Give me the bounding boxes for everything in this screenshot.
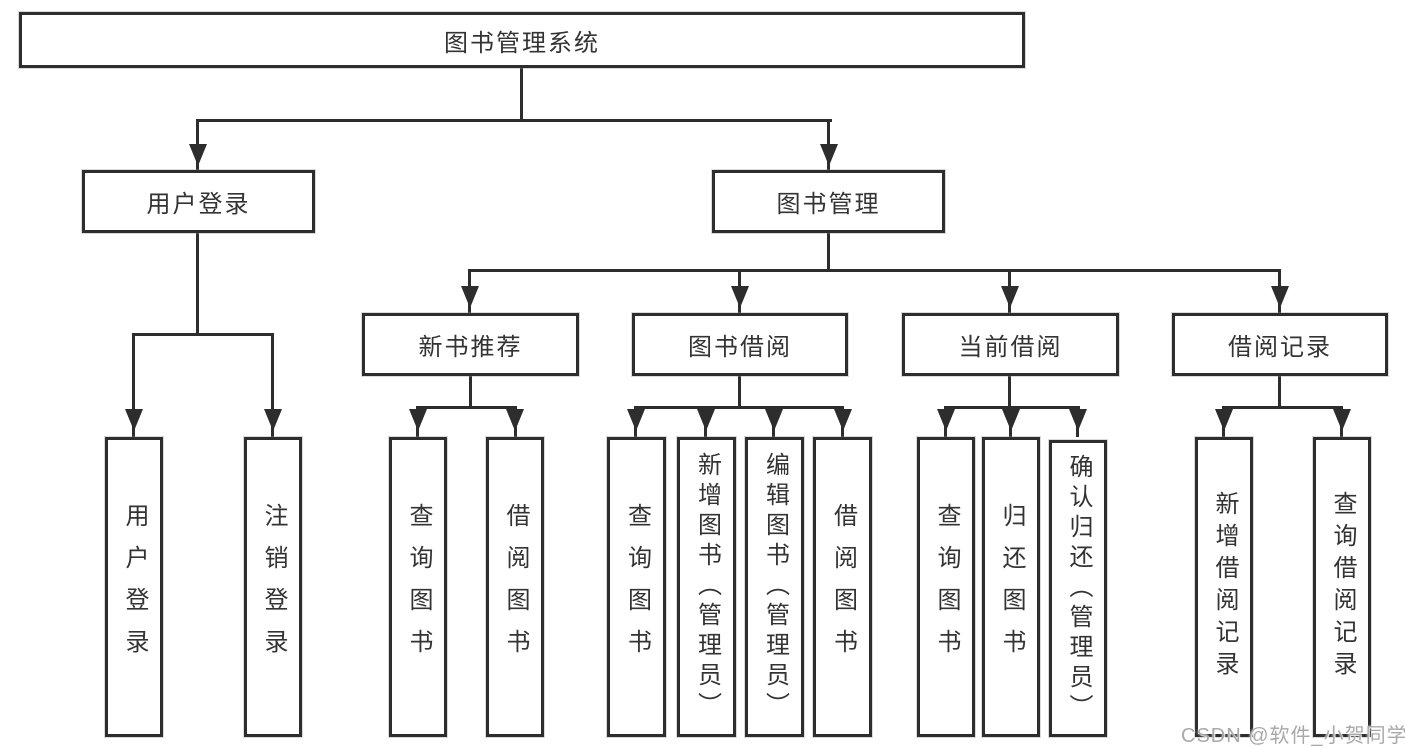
connector-line	[1278, 376, 1281, 409]
leaf-borrow-books-recommend: 借阅图书	[486, 437, 544, 737]
connector-line	[196, 233, 199, 336]
arrow-down-icon	[506, 409, 524, 431]
node-book-borrow: 图书借阅	[632, 313, 848, 376]
arrow-down-icon	[1002, 409, 1020, 431]
leaf-label: 注销登录	[260, 503, 287, 671]
leaf-label: 新增图书（管理员）	[693, 452, 721, 722]
connector-line	[827, 233, 830, 272]
connector-line	[271, 333, 274, 437]
node-current-borrow: 当前借阅	[902, 313, 1119, 376]
connector-line	[196, 119, 832, 122]
arrow-down-icon	[409, 409, 427, 431]
leaf-query-books-recommend: 查询图书	[389, 437, 447, 737]
arrow-down-icon	[461, 286, 479, 308]
connector-line	[738, 376, 741, 409]
arrow-down-icon	[820, 144, 838, 166]
leaf-confirm-return-admin: 确认归还（管理员）	[1049, 440, 1107, 737]
arrow-down-icon	[697, 409, 715, 431]
connector-line	[468, 269, 1281, 272]
connector-line	[944, 406, 1080, 409]
node-root: 图书管理系统	[19, 12, 1025, 68]
leaf-add-borrow-record: 新增借阅记录	[1195, 437, 1253, 737]
arrow-down-icon	[731, 286, 749, 308]
node-book-management: 图书管理	[712, 170, 945, 233]
watermark: CSDN @软件_小贺同学	[1181, 725, 1405, 747]
arrow-down-icon	[1271, 286, 1289, 308]
arrow-down-icon	[937, 409, 955, 431]
arrow-down-icon	[765, 409, 783, 431]
connector-line	[1008, 376, 1011, 409]
arrow-down-icon	[264, 409, 282, 431]
leaf-label: 编辑图书（管理员）	[761, 452, 789, 722]
leaf-label: 查询图书	[623, 503, 651, 671]
connector-line	[469, 376, 472, 409]
connector-line	[416, 406, 517, 409]
leaf-edit-book-admin: 编辑图书（管理员）	[745, 437, 804, 737]
leaf-user-login: 用户登录	[105, 437, 163, 737]
leaf-label: 确认归还（管理员）	[1065, 453, 1092, 724]
connector-line	[520, 68, 523, 122]
leaf-query-borrow-record: 查询借阅记录	[1313, 437, 1371, 737]
leaf-label: 借阅图书	[502, 503, 529, 671]
arrow-down-icon	[1001, 286, 1019, 308]
node-borrow-records: 借阅记录	[1172, 313, 1388, 376]
leaf-label: 查询图书	[933, 503, 960, 671]
arrow-down-icon	[1069, 409, 1087, 431]
connector-line	[1222, 406, 1342, 409]
arrow-down-icon	[627, 409, 645, 431]
leaf-label: 用户登录	[121, 503, 148, 671]
leaf-label: 新增借阅记录	[1211, 491, 1238, 683]
arrow-down-icon	[834, 409, 852, 431]
leaf-return-book: 归还图书	[982, 437, 1040, 737]
leaf-label: 借阅图书	[829, 503, 857, 671]
leaf-label: 查询借阅记录	[1329, 491, 1356, 683]
connector-line	[132, 333, 135, 437]
leaf-label: 归还图书	[998, 503, 1025, 671]
leaf-logout: 注销登录	[244, 437, 302, 737]
connector-line	[132, 333, 274, 336]
arrow-down-icon	[1333, 409, 1351, 431]
leaf-query-books-current: 查询图书	[917, 437, 975, 737]
arrow-down-icon	[125, 409, 143, 431]
leaf-add-book-admin: 新增图书（管理员）	[677, 437, 736, 737]
leaf-query-books-borrow: 查询图书	[607, 437, 666, 737]
connector-line	[634, 406, 844, 409]
arrow-down-icon	[189, 144, 207, 166]
leaf-label: 查询图书	[405, 503, 432, 671]
node-new-book-recommend: 新书推荐	[362, 313, 579, 376]
node-user-login: 用户登录	[82, 170, 315, 233]
leaf-borrow-books: 借阅图书	[813, 437, 872, 737]
arrow-down-icon	[1215, 409, 1233, 431]
